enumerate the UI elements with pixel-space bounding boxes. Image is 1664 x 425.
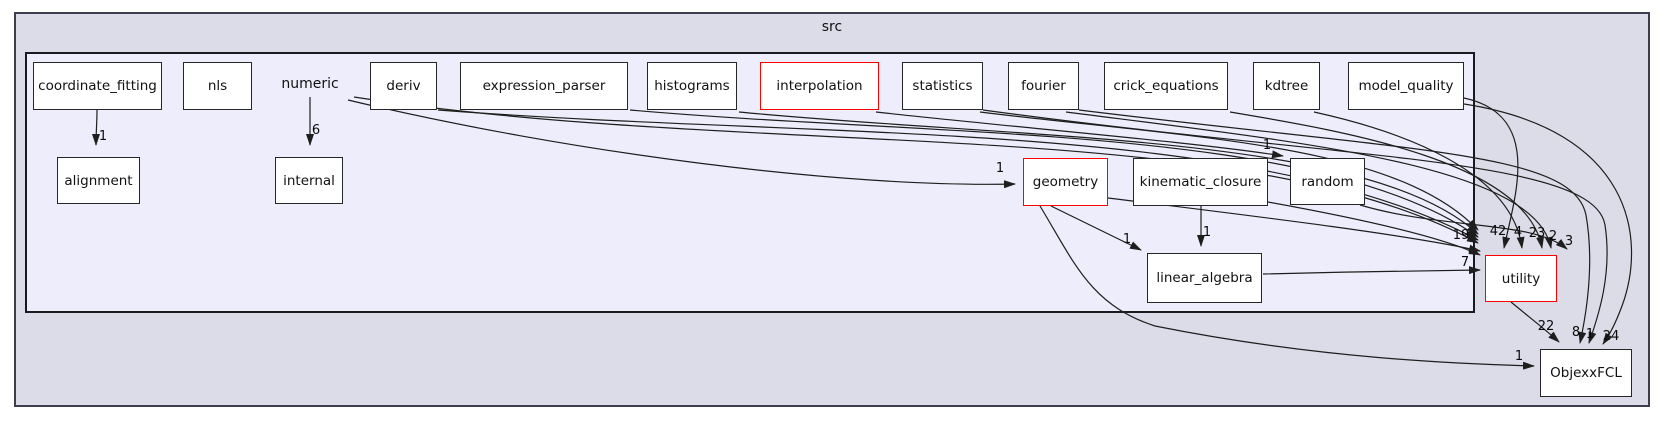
node-expression-parser[interactable]: expression_parser [460, 62, 628, 110]
edge-geometry-to-ObjexxFCL [1039, 205, 1535, 370]
edge-statistics-to-ObjexxFCL [982, 109, 1608, 344]
edge-crick-equations-to-utility [1229, 111, 1545, 249]
edge-count-label[interactable]: 7 [1460, 254, 1470, 270]
node-deriv[interactable]: deriv [370, 62, 437, 110]
edge-count-label[interactable]: 6 [311, 122, 321, 138]
edge-count-label[interactable]: 3 [1564, 233, 1574, 249]
edge-model-quality-to-ObjexxFCL [1463, 103, 1633, 345]
edge-fourier-to-utility [1065, 111, 1553, 249]
node-numeric: numeric [281, 76, 339, 92]
node-ObjexxFCL[interactable]: ObjexxFCL [1540, 349, 1632, 397]
edge-histograms-to-utility [738, 111, 1479, 235]
edge-count-label[interactable]: 1 [1262, 137, 1272, 153]
edge-paths [92, 96, 1633, 370]
edge-interpolation-to-random [875, 111, 1284, 159]
node-geometry[interactable]: geometry [1023, 158, 1108, 206]
cluster-src-label[interactable]: src [821, 19, 843, 35]
edge-count-label[interactable]: 1 [98, 128, 108, 144]
edge-kinematic-closure-to-utility [1267, 201, 1481, 256]
edge-fourier-to-ObjexxFCL [1078, 109, 1591, 344]
edge-numeric-to-geometry [347, 99, 1016, 189]
edge-count-label[interactable]: 1 [1585, 326, 1595, 342]
edge-model-quality-to-utility [1463, 97, 1519, 249]
node-linear-algebra[interactable]: linear_algebra [1147, 253, 1262, 303]
edge-count-label[interactable]: 24 [1602, 328, 1620, 344]
edge-count-label[interactable]: 1 [1202, 224, 1212, 240]
edge-utility-to-ObjexxFCL [1510, 301, 1560, 343]
edge-deriv-to-utility [437, 109, 1479, 241]
node-statistics[interactable]: statistics [902, 62, 983, 110]
edge-geometry-to-linear-algebra [1050, 205, 1142, 251]
node-utility[interactable]: utility [1485, 255, 1557, 302]
edge-linear-algebra-to-utility [1262, 266, 1481, 275]
node-crick-equations[interactable]: crick_equations [1104, 62, 1228, 110]
edge-count-label[interactable]: 1 [1514, 348, 1524, 364]
node-fourier[interactable]: fourier [1008, 62, 1079, 110]
edge-count-label[interactable]: 22 [1537, 318, 1555, 334]
edge-statistics-to-utility [979, 111, 1479, 231]
edge-random-to-utility [1359, 204, 1568, 250]
node-kdtree[interactable]: kdtree [1253, 62, 1320, 110]
node-internal[interactable]: internal [275, 157, 343, 204]
node-kinematic-closure[interactable]: kinematic_closure [1133, 158, 1268, 206]
node-nls[interactable]: nls [183, 62, 252, 110]
edge-count-label[interactable]: 1 [1122, 231, 1132, 247]
edge-count-label[interactable]: 23 [1528, 225, 1546, 241]
edge-count-label[interactable]: 2 [1548, 228, 1558, 244]
edge-coordinate-fitting-to-alignment [92, 109, 101, 146]
edge-count-label[interactable]: 4 [1513, 224, 1523, 240]
edge-count-label[interactable]: 8 [1571, 324, 1581, 340]
node-histograms[interactable]: histograms [647, 62, 737, 110]
edge-kdtree-to-utility [1313, 111, 1525, 249]
edge-count-label[interactable]: 1 [995, 160, 1005, 176]
node-alignment[interactable]: alignment [57, 157, 140, 204]
edge-expression-parser-to-utility [629, 109, 1479, 238]
node-random[interactable]: random [1290, 158, 1365, 205]
edge-count-label[interactable]: 19 [1452, 227, 1470, 243]
node-coordinate-fitting[interactable]: coordinate_fitting [33, 62, 162, 110]
edge-count-label[interactable]: 42 [1489, 223, 1507, 239]
node-interpolation[interactable]: interpolation [760, 62, 879, 110]
node-model-quality[interactable]: model_quality [1348, 62, 1464, 110]
